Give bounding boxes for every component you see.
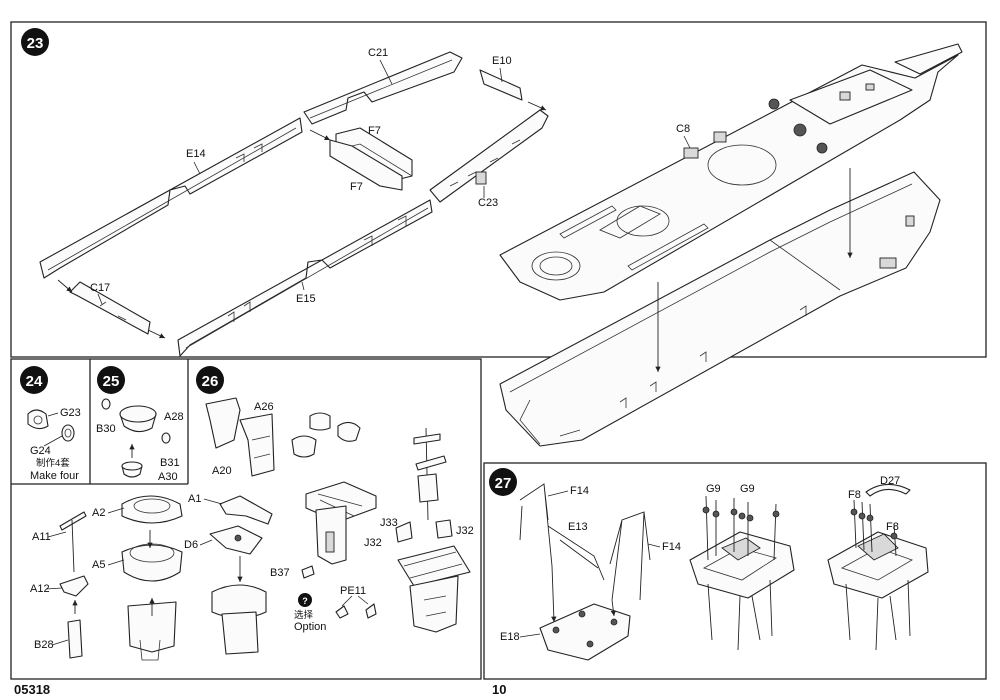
label-f8-lower: F8 bbox=[886, 521, 899, 533]
label-e14: E14 bbox=[186, 148, 206, 160]
c17-arrow bbox=[147, 329, 166, 339]
hull-wall-e15 bbox=[177, 199, 433, 357]
label-c8: C8 bbox=[676, 123, 690, 135]
label-j32-right: J32 bbox=[456, 525, 474, 537]
step-27-frame bbox=[483, 462, 987, 680]
hull-tub bbox=[499, 171, 941, 447]
label-a12: A12 bbox=[30, 583, 50, 595]
step-24-badge bbox=[20, 366, 48, 394]
step-25-badge bbox=[97, 366, 125, 394]
label-a2: A2 bbox=[92, 507, 105, 519]
part-a11-a12-b28-mast bbox=[59, 511, 89, 659]
make-four-note-en: Make four bbox=[30, 470, 79, 482]
page-number: 10 bbox=[492, 682, 506, 697]
step-24: 24 G23 G24 制作4套 Make four bbox=[20, 366, 81, 482]
label-g23: G23 bbox=[60, 407, 81, 419]
deck-plate-c8 bbox=[499, 43, 963, 301]
kit-number: 05318 bbox=[14, 682, 50, 697]
label-e10: E10 bbox=[492, 55, 512, 67]
step-26-badge bbox=[196, 366, 224, 394]
label-pe11: PE11 bbox=[340, 585, 366, 597]
part-a1-d6-assembly bbox=[209, 495, 273, 655]
step-25: 25 A28 B30 B31 A30 bbox=[96, 366, 184, 483]
label-a5: A5 bbox=[92, 559, 105, 571]
step-27-number: 27 bbox=[495, 475, 512, 492]
label-c17: C17 bbox=[90, 282, 110, 294]
make-four-note-cn: 制作4套 bbox=[36, 457, 70, 469]
label-a11: A11 bbox=[32, 531, 51, 543]
part-a2-a5-base bbox=[121, 495, 183, 661]
label-g24: G24 bbox=[30, 445, 51, 457]
e14-c17-arrow bbox=[57, 279, 73, 293]
label-c21: C21 bbox=[368, 47, 388, 59]
label-g9-right: G9 bbox=[740, 483, 755, 495]
label-e13: E13 bbox=[568, 521, 588, 533]
label-d6: D6 bbox=[184, 539, 198, 551]
step-27: 27 F14 E13 F14 E18 bbox=[489, 468, 929, 661]
step-23-number: 23 bbox=[27, 35, 44, 52]
label-f8-upper: F8 bbox=[848, 489, 861, 501]
label-b28: B28 bbox=[34, 639, 54, 651]
part-g23-g24-assembly bbox=[27, 409, 75, 442]
part-a26-a20-assembly bbox=[205, 397, 275, 477]
label-a30: A30 bbox=[158, 471, 178, 483]
label-f14-upper: F14 bbox=[570, 485, 589, 497]
wall-c23-side bbox=[429, 109, 549, 203]
option-label-cn: 选择 bbox=[294, 609, 314, 621]
wall-c21 bbox=[303, 51, 463, 125]
label-e18: E18 bbox=[500, 631, 520, 643]
step-27-badge bbox=[489, 468, 517, 496]
part-b37 bbox=[301, 565, 315, 579]
label-f7-upper: F7 bbox=[368, 125, 381, 137]
step-25-number: 25 bbox=[103, 373, 120, 390]
label-b37: B37 bbox=[270, 567, 290, 579]
part-g9-platform-assembly bbox=[689, 495, 795, 651]
step-23-badge bbox=[21, 28, 49, 56]
label-f7-lower: F7 bbox=[350, 181, 363, 193]
bulkhead-f7-lower bbox=[329, 139, 403, 191]
step-23: 23 bbox=[21, 28, 963, 447]
label-j33: J33 bbox=[380, 517, 398, 529]
step-26-number: 26 bbox=[202, 373, 219, 390]
label-g9-left: G9 bbox=[706, 483, 721, 495]
wall-e10 bbox=[479, 69, 523, 101]
label-c23: C23 bbox=[478, 197, 498, 209]
label-j32-left: J32 bbox=[364, 537, 382, 549]
part-a28-b30-b31-a30-assembly bbox=[101, 398, 171, 478]
step-26: 26 A26 A20 A2 A5 bbox=[30, 366, 474, 661]
label-a26: A26 bbox=[254, 401, 274, 413]
f7-arrow bbox=[309, 129, 331, 141]
e10-arrow bbox=[527, 101, 547, 111]
wall-c17 bbox=[69, 281, 151, 335]
hull-wall-e14 bbox=[39, 117, 303, 279]
step-23-frame bbox=[10, 21, 987, 358]
part-f14-e13-e18-assembly bbox=[519, 483, 651, 661]
label-b31: B31 bbox=[160, 457, 180, 469]
label-a28: A28 bbox=[164, 411, 184, 423]
option-label-en: Option bbox=[294, 621, 326, 633]
label-b30: B30 bbox=[96, 423, 116, 435]
label-d27: D27 bbox=[880, 475, 900, 487]
label-f14-lower: F14 bbox=[662, 541, 681, 553]
label-a20: A20 bbox=[212, 465, 232, 477]
part-j32-j33-mast bbox=[395, 427, 471, 633]
label-e15: E15 bbox=[296, 293, 316, 305]
option-question-badge bbox=[298, 593, 312, 607]
option-pe11: ? bbox=[298, 593, 377, 619]
step-24-number: 24 bbox=[26, 373, 43, 390]
option-question-mark: ? bbox=[302, 596, 308, 606]
label-a1: A1 bbox=[188, 493, 201, 505]
part-f8-d27-assembly bbox=[827, 483, 929, 651]
part-tower-assembly bbox=[291, 412, 377, 565]
lower-left-frame bbox=[10, 358, 482, 680]
